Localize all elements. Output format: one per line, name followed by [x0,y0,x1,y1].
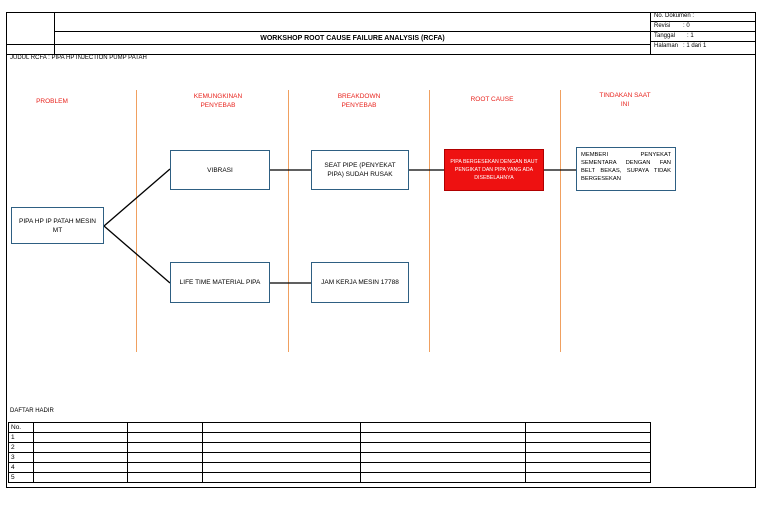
meta-label: Halaman [654,43,679,49]
attendance-row-number: 5 [8,472,34,483]
header-logo-cell [6,12,55,54]
meta-value: : 1 [687,33,694,39]
attendance-row-text: 4 [11,464,15,471]
form-frame [6,12,756,488]
breakdown-text: SEAT PIPE (PENYEKAT PIPA) SUDAH RUSAK [324,162,396,178]
column-heading-problem: PROBLEM [36,98,68,105]
action-box: MEMBERI PENYEKAT SEMENTARA DENGAN FAN BE… [576,147,676,191]
meta-value: : 0 [683,23,690,29]
cause-text: LIFE TIME MATERIAL PIPA [179,279,261,286]
meta-row-date: Tanggal : 1 [651,32,756,42]
cause-text: VIBRASI [207,166,233,174]
root-cause-box: PIPA BERGESEKAN DENGAN BAUT PENGIKAT DAN… [444,149,544,191]
attendance-cell [202,472,361,483]
attendance-row-text: 5 [11,474,15,481]
column-heading-root-cause: ROOT CAUSE [470,96,514,103]
attendance-cell [127,472,203,483]
column-heading-possible-cause: KEMUNGKINAN PENYEBAB [193,93,243,109]
action-text: MEMBERI PENYEKAT SEMENTARA DENGAN FAN BE… [581,152,671,182]
cause-box-vibration: VIBRASI [170,150,270,190]
attendance-header-text: No. [11,424,22,431]
problem-text: PIPA HP IP PATAH MESIN MT [19,217,96,234]
column-divider [560,90,561,352]
attendance-cell [33,472,128,483]
meta-value: : 1 dari 1 [683,43,707,49]
meta-row-page: Halaman : 1 dari 1 [651,42,756,54]
column-heading-current-action: TINDAKAN SAAT INI [599,92,651,108]
attendance-title: DAFTAR HADIR [10,408,54,414]
breakdown-box-engine-hours: JAM KERJA MESIN 17788 [311,262,409,303]
attendance-row-text: 2 [11,444,15,451]
breakdown-box-seat-pipe: SEAT PIPE (PENYEKAT PIPA) SUDAH RUSAK [311,150,409,190]
header-title-cell: WORKSHOP ROOT CAUSE FAILURE ANALYSIS (RC… [55,32,651,44]
header-under-title [6,44,651,54]
breakdown-text: JAM KERJA MESIN 17788 [321,279,399,286]
cause-box-material-lifetime: LIFE TIME MATERIAL PIPA [170,262,270,303]
rcfa-subject: JUDUL RCFA : PIPA HP INJECTION PUMP PATA… [10,55,147,61]
root-cause-text: PIPA BERGESEKAN DENGAN BAUT PENGIKAT DAN… [450,159,538,181]
meta-label: Revisi [654,23,671,29]
column-divider [429,90,430,352]
column-heading-breakdown-cause: BREAKDOWN PENYEBAB [337,93,381,109]
meta-label: Tanggal [654,33,676,39]
attendance-cell [360,472,526,483]
meta-label: No. Dokumen : [654,13,695,19]
meta-row-doc-number: No. Dokumen : [651,12,756,22]
column-divider [136,90,137,352]
page-title: WORKSHOP ROOT CAUSE FAILURE ANALYSIS (RC… [260,34,445,42]
problem-box: PIPA HP IP PATAH MESIN MT [11,207,104,244]
header-bottom-rule [6,54,756,55]
attendance-cell [525,472,651,483]
attendance-row-text: 1 [11,434,15,441]
meta-row-revision: Revisi : 0 [651,22,756,32]
attendance-row-text: 3 [11,454,15,461]
column-divider [288,90,289,352]
header-top-blank [55,12,651,32]
